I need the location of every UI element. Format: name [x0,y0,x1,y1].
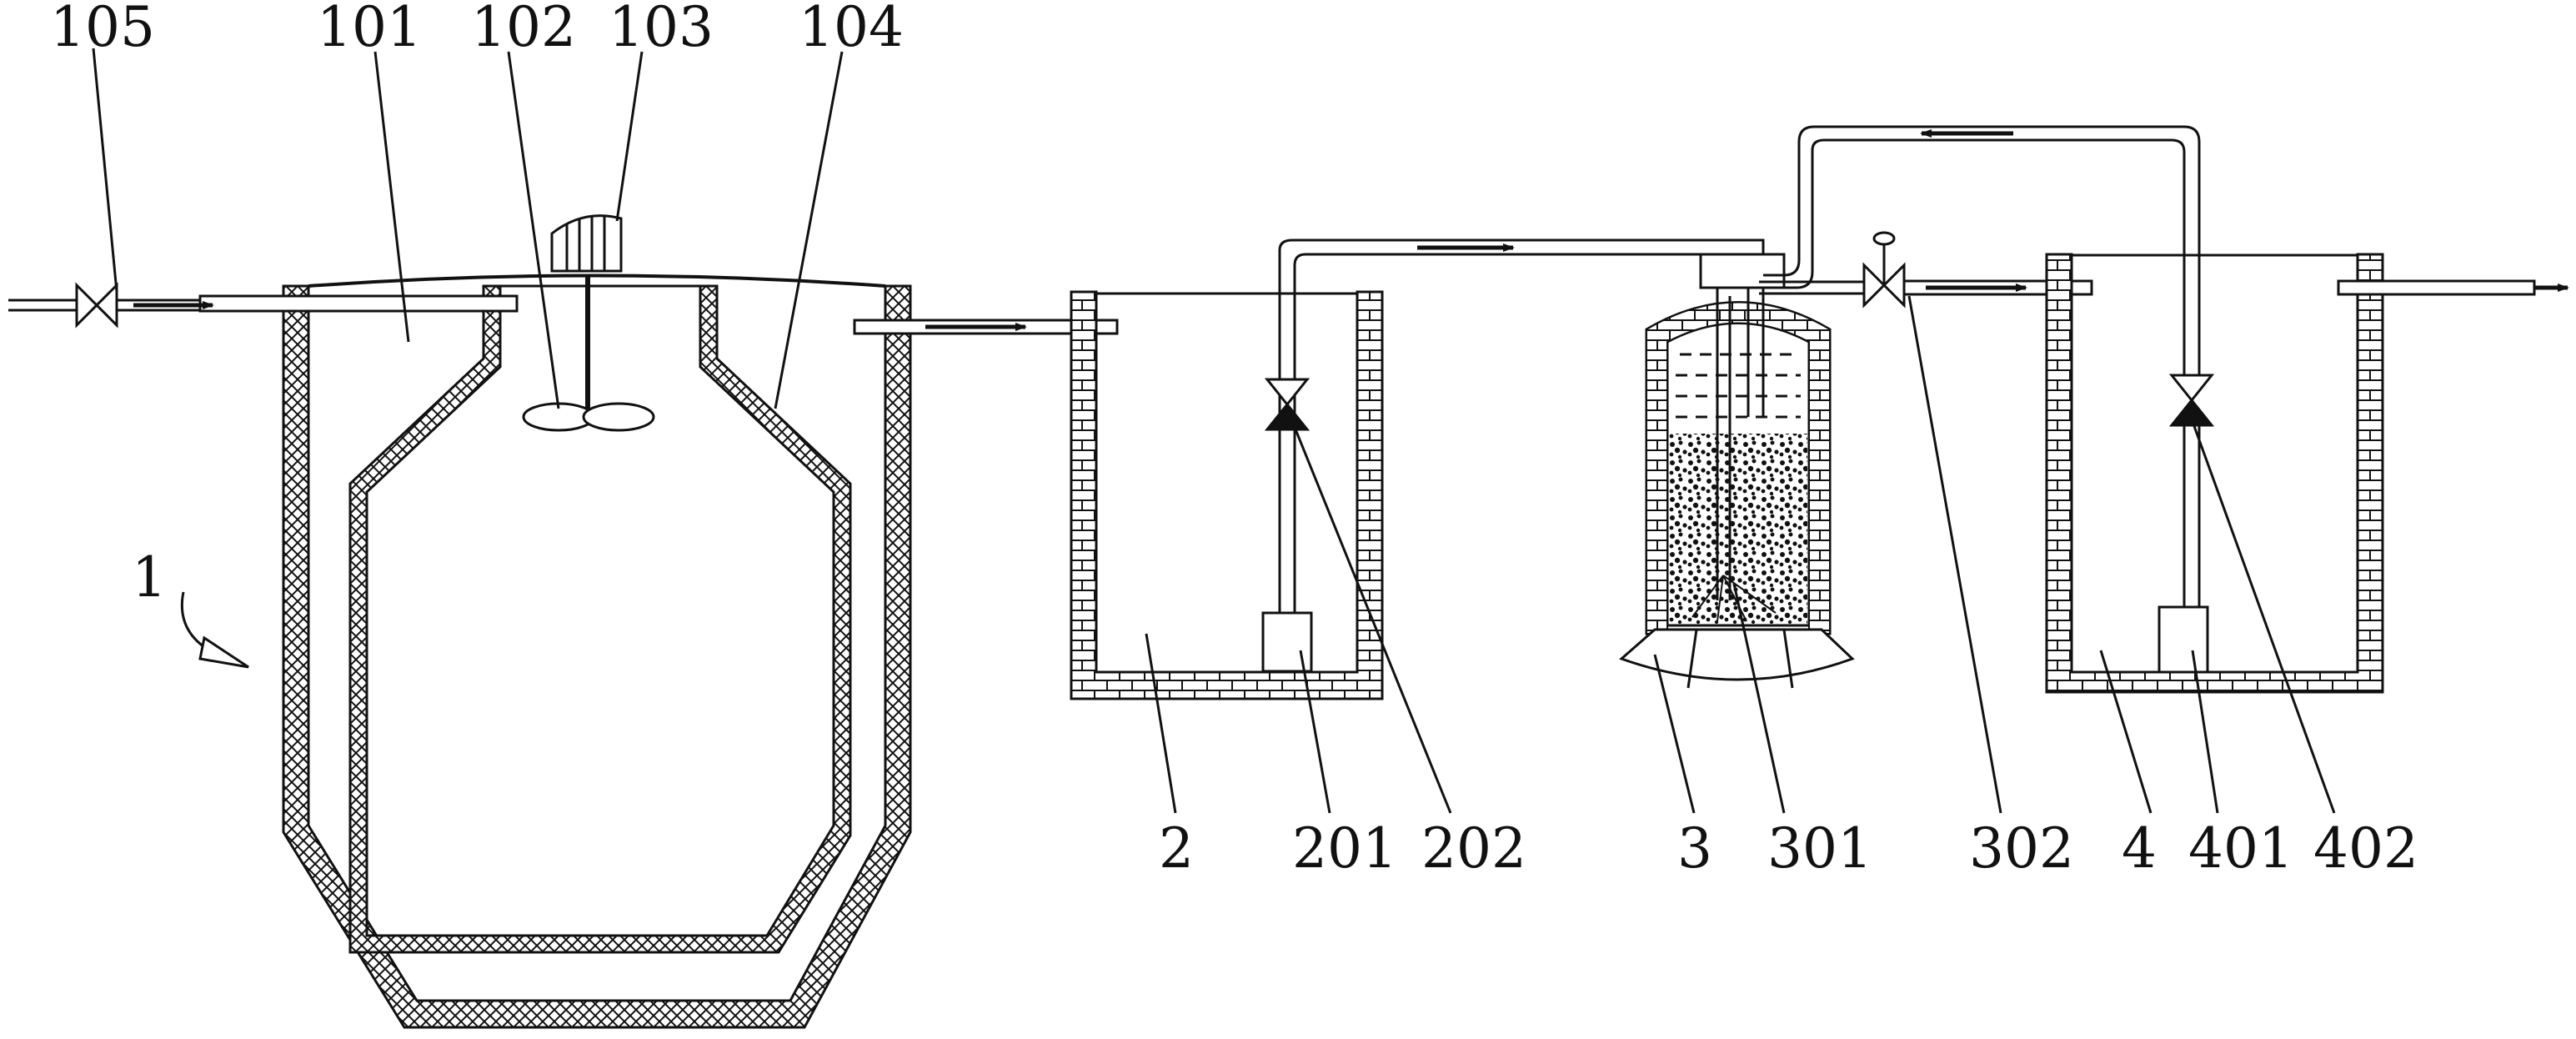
digester-tank [198,214,912,1029]
reactor-3 [1619,253,1855,689]
return-line [1763,125,2201,379]
reactor-outlet-line [1759,231,2093,309]
label-301: 301 [1767,816,1872,881]
leader-lines [92,48,2336,814]
valve-icon [1862,231,1906,309]
label-104: 104 [799,0,904,59]
tank-4 [2045,253,2384,694]
digester-roof [308,274,886,288]
digester-outer-wall [282,284,912,1029]
tank-2 [1070,250,1384,700]
final-outlet-line [2337,279,2569,296]
label-401: 401 [2188,816,2293,881]
digester-feed-pipe [198,294,519,313]
liquid-region [1676,353,1801,419]
label-4: 4 [2122,816,2157,881]
label-2: 2 [1159,816,1194,881]
valve-icon [1264,378,1311,431]
packed-media [1669,434,1807,624]
valve-icon [2168,374,2215,427]
valve-icon [75,282,118,329]
label-201: 201 [1292,816,1397,881]
inlet-line [8,282,214,329]
transfer-line-2-3 [1278,238,1765,284]
label-101: 101 [317,0,422,59]
label-202: 202 [1421,816,1526,881]
stirrer-motor [550,214,623,273]
label-302: 302 [1969,816,2074,881]
pump-icon [2158,605,2209,674]
label-402: 402 [2313,816,2418,881]
pump-icon [1261,611,1313,673]
label-105: 105 [50,0,155,59]
label-103: 103 [609,0,714,59]
label-102: 102 [471,0,576,59]
inner-vessel [348,284,852,954]
digester-outlet-line [853,319,1119,335]
label-1: 1 [132,545,167,610]
label-3: 3 [1677,816,1712,881]
